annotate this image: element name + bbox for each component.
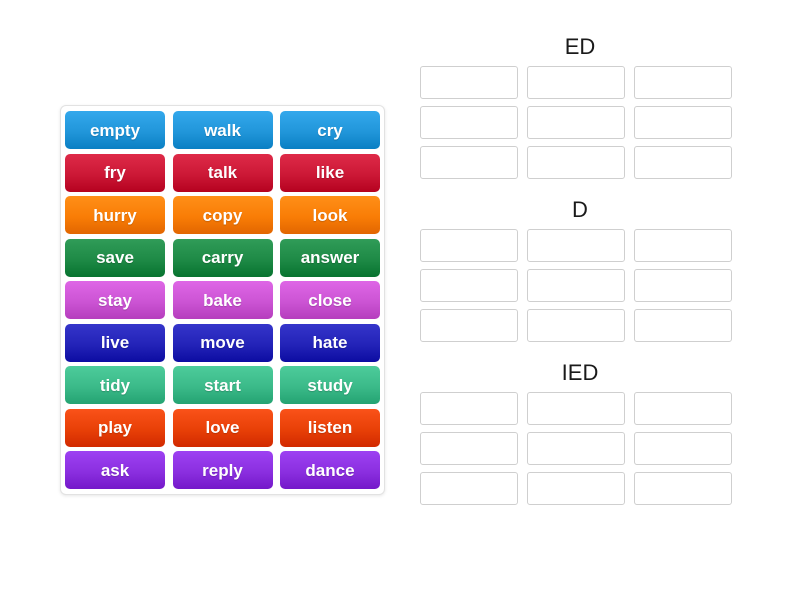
drop-slot-ed-8[interactable] [527, 146, 625, 179]
tile-row: live move hate [65, 323, 380, 362]
word-tile[interactable]: close [280, 281, 380, 319]
group-ed: ED [420, 28, 740, 179]
drop-slot-ed-1[interactable] [420, 66, 518, 99]
drop-slot-ied-3[interactable] [634, 392, 732, 425]
drop-slot-d-5[interactable] [527, 269, 625, 302]
slot-row [420, 309, 740, 342]
slot-row [420, 269, 740, 302]
word-tile[interactable]: stay [65, 281, 165, 319]
group-columns: ED D [420, 28, 740, 513]
tile-row: empty walk cry [65, 111, 380, 149]
drop-slot-ed-5[interactable] [527, 106, 625, 139]
drop-slot-ied-8[interactable] [527, 472, 625, 505]
word-tile[interactable]: ask [65, 451, 165, 489]
tile-row: hurry copy look [65, 196, 380, 234]
drop-slot-d-7[interactable] [420, 309, 518, 342]
drop-slot-d-9[interactable] [634, 309, 732, 342]
slot-row [420, 432, 740, 465]
word-tile[interactable]: hurry [65, 196, 165, 234]
drop-slot-ied-4[interactable] [420, 432, 518, 465]
word-tile[interactable]: love [172, 408, 273, 447]
group-title-ed: ED [564, 34, 596, 59]
group-title-ied: IED [561, 360, 599, 385]
drop-slot-ed-4[interactable] [420, 106, 518, 139]
slot-row [420, 146, 740, 179]
word-tile[interactable]: fry [65, 153, 165, 192]
word-tile[interactable]: hate [280, 323, 380, 362]
drop-slot-d-8[interactable] [527, 309, 625, 342]
slot-row [420, 229, 740, 262]
word-tile[interactable]: cry [280, 111, 380, 149]
word-tile[interactable]: like [280, 153, 380, 192]
drop-slot-ied-6[interactable] [634, 432, 732, 465]
word-tile[interactable]: reply [172, 451, 273, 489]
word-tile-pool: empty walk cry fry talk like hurry copy … [60, 105, 385, 495]
drop-slot-ed-2[interactable] [527, 66, 625, 99]
drop-slot-ed-9[interactable] [634, 146, 732, 179]
drop-slot-ied-7[interactable] [420, 472, 518, 505]
drop-slot-ied-9[interactable] [634, 472, 732, 505]
group-d: D [420, 191, 740, 342]
drop-slot-d-1[interactable] [420, 229, 518, 262]
word-tile[interactable]: start [172, 366, 273, 404]
word-tile[interactable]: bake [172, 281, 273, 319]
word-tile[interactable]: answer [280, 238, 380, 277]
word-tile[interactable]: play [65, 408, 165, 447]
slot-row [420, 66, 740, 99]
drop-slot-ied-1[interactable] [420, 392, 518, 425]
word-tile[interactable]: dance [280, 451, 380, 489]
word-tile[interactable]: walk [172, 111, 273, 149]
word-tile[interactable]: copy [172, 196, 273, 234]
group-title-d: D [572, 197, 588, 222]
drop-slot-d-2[interactable] [527, 229, 625, 262]
word-tile[interactable]: empty [65, 111, 165, 149]
drop-slot-ied-5[interactable] [527, 432, 625, 465]
word-tile[interactable]: study [280, 366, 380, 404]
word-tile[interactable]: carry [172, 238, 273, 277]
word-tile[interactable]: save [65, 238, 165, 277]
word-tile[interactable]: tidy [65, 366, 165, 404]
tile-row: tidy start study [65, 366, 380, 404]
tile-row: ask reply dance [65, 451, 380, 489]
drop-slot-ed-3[interactable] [634, 66, 732, 99]
slot-row [420, 472, 740, 505]
drop-slot-ed-6[interactable] [634, 106, 732, 139]
word-tile[interactable]: talk [172, 153, 273, 192]
tile-row: play love listen [65, 408, 380, 447]
tile-row: save carry answer [65, 238, 380, 277]
word-tile[interactable]: look [280, 196, 380, 234]
group-ied: IED [420, 354, 740, 505]
drop-slot-d-3[interactable] [634, 229, 732, 262]
tile-row: stay bake close [65, 281, 380, 319]
drop-slot-ied-2[interactable] [527, 392, 625, 425]
drop-slot-d-6[interactable] [634, 269, 732, 302]
word-tile[interactable]: live [65, 323, 165, 362]
tile-row: fry talk like [65, 153, 380, 192]
word-tile[interactable]: listen [280, 408, 380, 447]
slot-row [420, 392, 740, 425]
word-tile[interactable]: move [172, 323, 273, 362]
drop-slot-ed-7[interactable] [420, 146, 518, 179]
slot-row [420, 106, 740, 139]
drop-slot-d-4[interactable] [420, 269, 518, 302]
